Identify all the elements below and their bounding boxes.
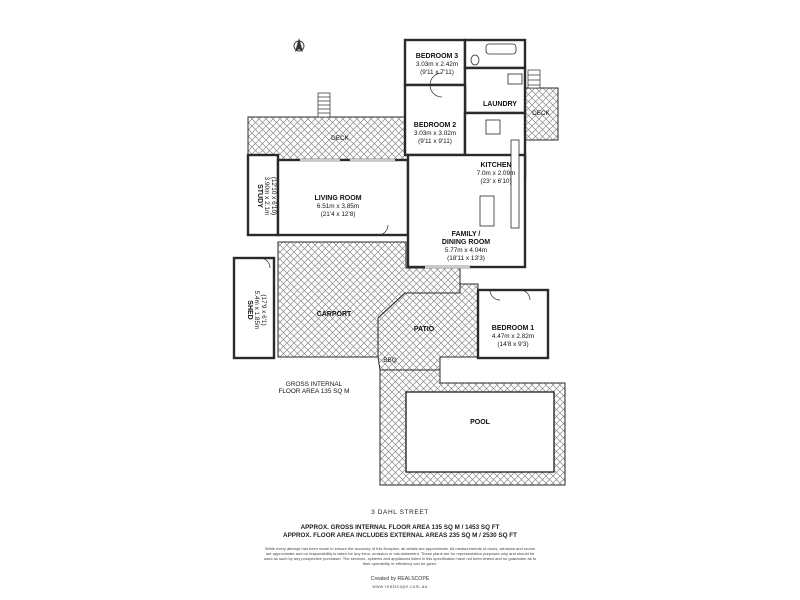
bedroom-1-name: BEDROOM 1 — [492, 325, 535, 332]
shed-dim-m: 5.4m x 1.85m — [253, 291, 260, 330]
door-swing — [377, 224, 389, 236]
patio-area — [377, 283, 479, 371]
family-name-2: DINING ROOM — [442, 239, 490, 246]
bedroom-1-dim-m: 4.47m x 2.82m — [492, 333, 534, 340]
label-study: STUDY 3.90m x 2.1m (12'10 x 6'10) — [256, 177, 277, 216]
creator-credit: Created by REALSCOPE — [370, 576, 430, 582]
bedroom-3-dim-m: 3.03m x 2.42m — [416, 61, 458, 68]
deck-top-area — [247, 116, 409, 161]
door-swing — [259, 257, 271, 269]
bedroom-2-dim-m: 3.03m x 3.02m — [414, 130, 456, 137]
deck-right-label: DECK — [532, 110, 550, 117]
external-area-note: APPROX. FLOOR AREA INCLUDES EXTERNAL ARE… — [283, 532, 517, 539]
bedroom-2-dim-ft: (9'11 x 9'11) — [418, 138, 452, 145]
living-room-dim-ft: (21'4 x 12'8) — [321, 211, 356, 218]
living-room-name: LIVING ROOM — [314, 195, 361, 202]
bbq-label: BBQ — [383, 357, 397, 364]
study-dim-ft: (12'10 x 6'10) — [270, 177, 277, 215]
bedroom-1-dim-ft: (14'8 x 9'3) — [497, 341, 528, 348]
label-shed: SHED 5.4m x 1.85m (17'9 x 6'1) — [246, 291, 267, 330]
carport-label: CARPORT — [317, 311, 352, 318]
label-kitchen: KITCHEN 7.0m x 2.09m (23' x 6'10) — [477, 162, 516, 185]
gross-note-line1: GROSS INTERNAL — [286, 381, 343, 388]
kitchen-name: KITCHEN — [480, 162, 511, 169]
gross-note-line2: FLOOR AREA 135 SQ M — [278, 388, 349, 395]
kitchen-dim-ft: (23' x 6'10) — [480, 178, 511, 185]
bedroom-2-name: BEDROOM 2 — [414, 122, 457, 129]
kitchen-bench — [510, 139, 520, 229]
laundry-label: LAUNDRY — [483, 101, 517, 108]
bedroom-2-room — [403, 83, 467, 157]
bathtub — [485, 43, 517, 55]
label-family-dining: FAMILY / DINING ROOM 5.77m x 4.04m (18'1… — [442, 231, 490, 262]
door-swing — [429, 84, 443, 98]
bedroom-3-name: BEDROOM 3 — [416, 53, 459, 60]
disclaimer-text: While every attempt has been made to ens… — [263, 546, 537, 566]
label-living-room: LIVING ROOM 6.51m x 3.85m (21'4 x 12'8) — [314, 195, 361, 218]
vanity — [507, 73, 523, 85]
toilet — [470, 54, 480, 66]
deck-stairs — [317, 92, 331, 118]
study-room — [246, 153, 280, 237]
family-dim-m: 5.77m x 4.04m — [445, 247, 487, 254]
label-bedroom-2: BEDROOM 2 3.03m x 3.02m (9'11 x 9'11) — [414, 122, 457, 145]
bedroom-3-dim-ft: (9'11 x 7'11) — [420, 69, 454, 76]
door-swing — [429, 72, 443, 86]
door-swing — [489, 289, 501, 301]
north-compass-icon — [293, 38, 305, 52]
pantry — [485, 119, 501, 135]
creator-url: www.realscope.com.au — [372, 584, 428, 589]
deck-right-stairs — [527, 69, 541, 89]
deck-top-label: DECK — [331, 135, 349, 142]
study-dim-m: 3.90m x 2.1m — [263, 177, 270, 216]
study-name: STUDY — [256, 184, 263, 208]
label-bedroom-3: BEDROOM 3 3.03m x 2.42m (9'11 x 7'11) — [416, 53, 459, 76]
family-name: FAMILY / — [452, 231, 481, 238]
pool-label: POOL — [470, 419, 491, 426]
internal-area-note: APPROX. GROSS INTERNAL FLOOR AREA 135 SQ… — [300, 524, 500, 531]
gross-area-note: GROSS INTERNAL FLOOR AREA 135 SQ M — [278, 381, 349, 395]
shed-name: SHED — [246, 300, 253, 319]
bedroom-1-room — [476, 288, 550, 360]
family-dim-ft: (18'11 x 13'3) — [447, 255, 485, 262]
patio-label: PATIO — [414, 326, 435, 333]
shed-dim-ft: (17'9 x 6'1) — [260, 294, 267, 325]
label-bedroom-1: BEDROOM 1 4.47m x 2.82m (14'8 x 9'3) — [492, 325, 535, 348]
door-swing — [519, 289, 531, 301]
living-room-dim-m: 6.51m x 3.85m — [317, 203, 359, 210]
pool-water — [405, 391, 555, 473]
kitchen-island — [479, 195, 495, 227]
address: 3 DAHL STREET — [371, 509, 429, 516]
shed-room — [232, 256, 276, 360]
kitchen-dim-m: 7.0m x 2.09m — [477, 170, 516, 177]
